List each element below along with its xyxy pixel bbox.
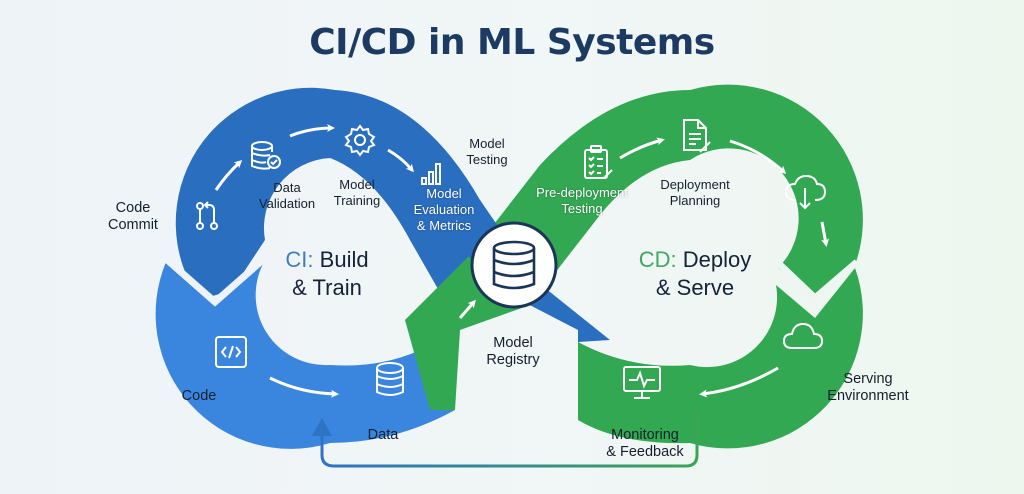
cloud-icon xyxy=(782,322,824,349)
arrow-validation-to-training xyxy=(289,124,335,138)
database-icon-data xyxy=(376,362,404,396)
ci-chevron xyxy=(162,255,268,307)
feedback-arrow-head xyxy=(312,418,332,436)
clipboard-check-icon xyxy=(584,145,613,179)
label-data: Data xyxy=(367,427,399,443)
bar-chart-icon xyxy=(421,163,441,185)
arrow-planning-to-cloud xyxy=(729,139,787,175)
cd-line2: & Serve xyxy=(655,275,735,300)
database-check-icon xyxy=(251,141,281,170)
cd-lower-band xyxy=(578,268,863,449)
ci-title: CI: Build & Train xyxy=(262,246,392,302)
monitor-pulse-icon xyxy=(623,366,661,399)
git-branch-icon xyxy=(196,201,218,230)
arrow-training-to-eval xyxy=(387,148,414,173)
arrow-commit-to-validation xyxy=(214,159,243,191)
ci-prefix: CI: xyxy=(285,247,314,272)
label-monitoring-feedback: Monitoring& Feedback xyxy=(606,427,684,460)
feedback-loop-line xyxy=(320,410,699,468)
arrow-testing-to-planning xyxy=(619,137,665,160)
ci-lower-band xyxy=(155,262,455,449)
ci-line1: Build xyxy=(319,247,369,272)
arrow-cloud-down xyxy=(820,221,830,247)
cloud-download-icon xyxy=(784,174,827,210)
cd-line1: Deploy xyxy=(682,247,752,272)
ci-line2: & Train xyxy=(292,275,362,300)
cd-title: CD: Deploy & Serve xyxy=(620,246,770,302)
arrow-to-registry xyxy=(458,299,476,319)
label-code: Code xyxy=(181,388,217,404)
page-title: CI/CD in ML Systems xyxy=(309,22,715,63)
document-edit-icon xyxy=(683,119,711,153)
gear-icon xyxy=(344,124,376,157)
ci-upper-band xyxy=(175,87,520,310)
cd-chevron xyxy=(774,259,860,303)
arrow-code-to-data xyxy=(269,376,339,398)
database-icon xyxy=(492,240,536,290)
code-icon xyxy=(215,336,247,368)
arrow-serving-to-monitoring xyxy=(699,366,779,398)
cd-prefix: CD: xyxy=(638,247,677,272)
